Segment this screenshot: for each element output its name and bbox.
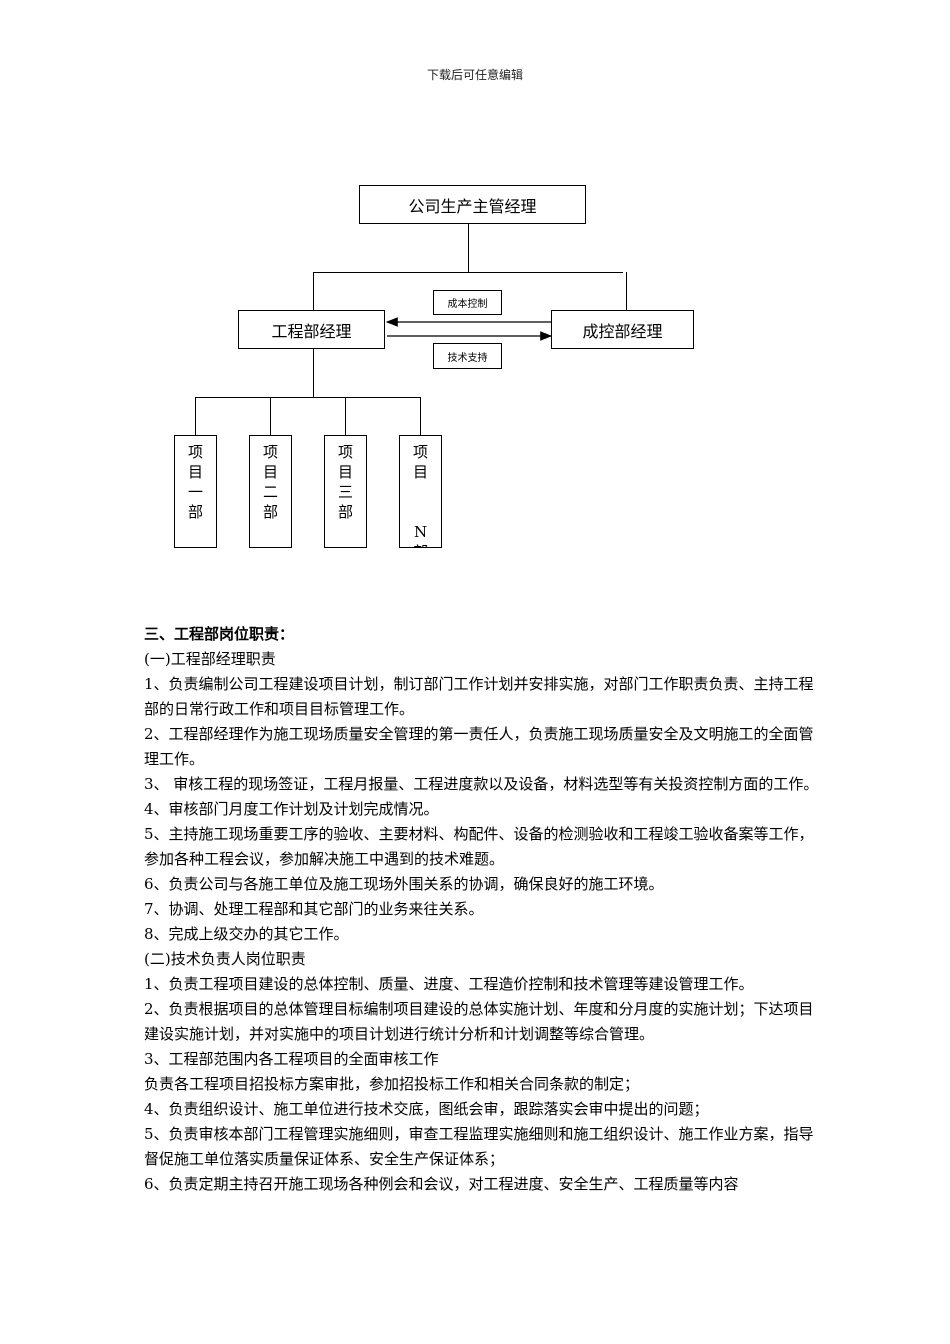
duty-line: 5、主持施工现场重要工序的验收、主要材料、构配件、设备的检测验收和工程竣工验收备… [144,825,814,868]
duty-line: 7、协调、处理工程部和其它部门的业务来往关系。 [144,900,484,918]
duty-line: 负责各工程项目招投标方案审批，参加招投标工作和相关合同条款的制定； [144,1075,640,1093]
connector-top-horizontal [313,272,623,273]
duty-line: 1、负责工程项目建设的总体控制、质量、进度、工程造价控制和技术管理等建设管理工作… [144,975,754,993]
duty-line: 4、负责组织设计、施工单位进行技术交底，图纸会审，跟踪落实会审中提出的问题； [144,1100,709,1118]
box-project-1: 项 目 一 部 [174,435,217,548]
label-tech-support: 技术支持 [433,343,502,369]
duty-line: (一)工程部经理职责 [144,650,276,668]
connector-top-down [468,223,469,272]
box-project-2: 项 目 二 部 [249,435,292,548]
box-project-3: 项 目 三 部 [324,435,367,548]
box-cost-control-manager: 成控部经理 [551,310,694,349]
connector-project-3 [345,397,346,435]
duty-line: 4、审核部门月度工作计划及计划完成情况。 [144,800,439,818]
duty-line: 6、负责定期主持召开施工现场各种例会和会议，对工程进度、安全生产、工程质量等内容 [144,1175,739,1193]
connector-project-2 [270,397,271,435]
section-title: 三、工程部岗位职责： [144,625,295,643]
duty-line: 8、完成上级交办的其它工作。 [144,925,349,943]
box-engineering-manager: 工程部经理 [238,310,385,349]
connector-projects-horizontal [195,397,421,398]
connector-to-right [626,272,627,311]
box-project-n: 项 目 N 部 [399,435,442,548]
duty-line: 3、 审核工程的现场签证，工程月报量、工程进度款以及设备，材料选型等有关投资控制… [144,775,819,793]
duty-line: 2、工程部经理作为施工现场质量安全管理的第一责任人，负责施工现场质量安全及文明施… [144,725,814,768]
label-cost-control: 成本控制 [433,290,502,315]
connector-left-down [313,348,314,397]
duty-line: 1、负责编制公司工程建设项目计划，制订部门工作计划并安排实施，对部门工作职责负责… [144,675,814,718]
page-header-note: 下载后可任意编辑 [426,68,523,82]
duty-line: 2、负责根据项目的总体管理目标编制项目建设的总体实施计划、年度和分月度的实施计划… [144,1000,814,1043]
duty-line: 5、负责审核本部门工程管理实施细则，审查工程监理实施细则和施工组织设计、施工作业… [144,1125,814,1168]
duties-lines: (一)工程部经理职责 1、负责编制公司工程建设项目计划，制订部门工作计划并安排实施… [144,647,824,1197]
duties-content: 三、工程部岗位职责： (一)工程部经理职责 1、负责编制公司工程建设项目计划，制订… [144,622,824,1197]
duty-line: 3、工程部范围内各工程项目的全面审核工作 [144,1050,439,1068]
duty-line: (二)技术负责人岗位职责 [144,950,306,968]
box-production-manager: 公司生产主管经理 [359,185,586,224]
connector-to-left [313,272,314,311]
connector-project-4 [420,397,421,435]
connector-project-1 [195,397,196,435]
duty-line: 6、负责公司与各施工单位及施工现场外围关系的协调，确保良好的施工环境。 [144,875,664,893]
link-arrows [385,317,553,341]
